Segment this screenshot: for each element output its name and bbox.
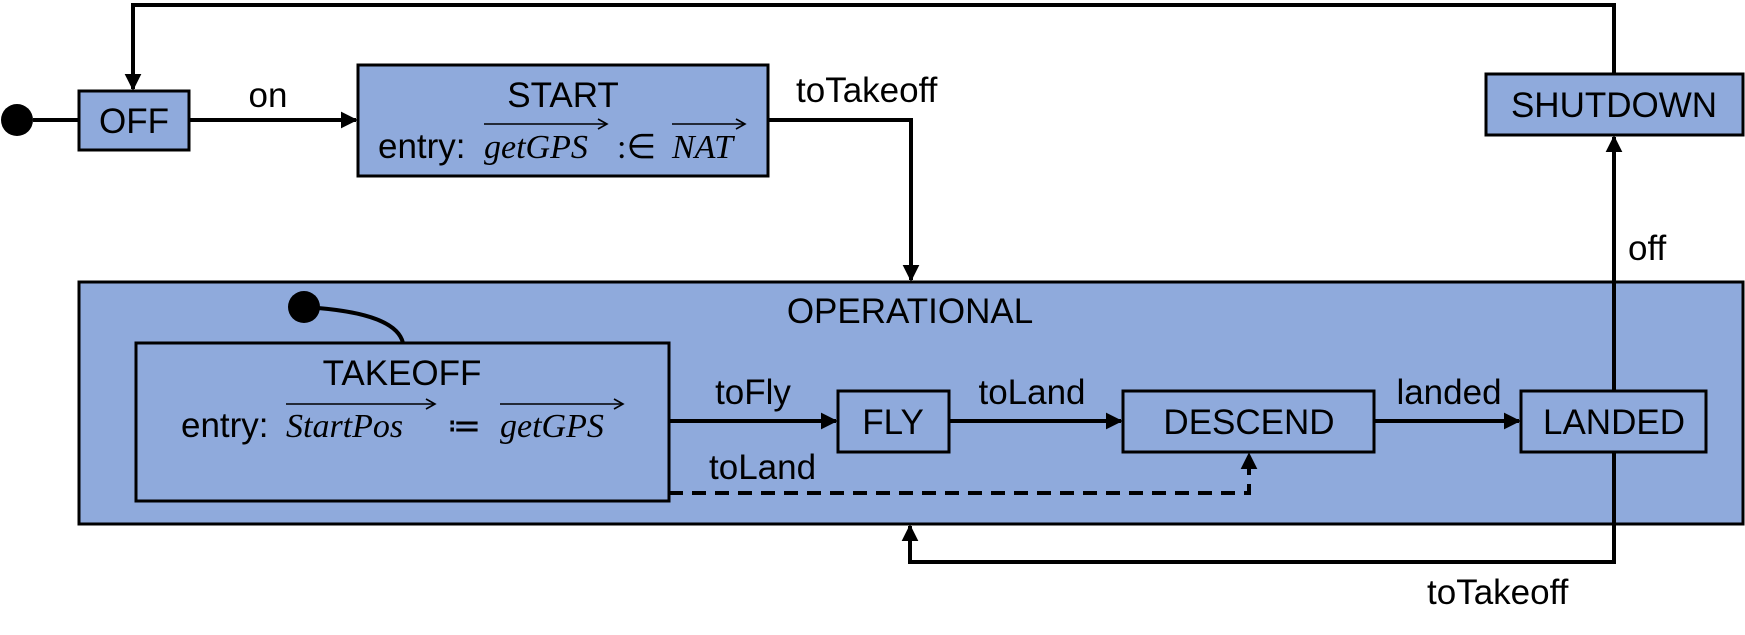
state-takeoff-entry-rhs: getGPS <box>500 408 604 445</box>
state-landed-label: LANDED <box>1543 403 1685 442</box>
initial-node-icon <box>1 104 33 136</box>
transition-shutdown-to-off[interactable] <box>124 3 1616 91</box>
inner-initial-node-icon <box>288 291 320 323</box>
state-landed[interactable] <box>1519 389 1708 454</box>
state-start-label: START <box>507 76 619 115</box>
transition-to-takeoff-bottom[interactable] <box>901 452 1616 564</box>
state-shutdown-label: SHUTDOWN <box>1511 86 1717 125</box>
state-start-entry-operator: :∈ <box>617 129 656 166</box>
state-descend[interactable] <box>1121 389 1376 454</box>
transition-landed-label: landed <box>1396 373 1501 412</box>
transition-on-label: on <box>249 76 288 115</box>
transition-to-takeoff-top-label: toTakeoff <box>796 71 938 110</box>
state-off[interactable] <box>77 89 191 152</box>
state-takeoff-entry-prefix: entry: <box>181 406 269 445</box>
state-takeoff-entry-lhs: StartPos <box>286 408 403 445</box>
vector-arrow-head-icon <box>597 118 609 130</box>
state-takeoff[interactable] <box>134 341 671 503</box>
inner-initial-transition-line <box>317 306 405 344</box>
state-start-entry-rhs: NAT <box>671 129 735 166</box>
state-start[interactable] <box>356 63 770 178</box>
state-descend-label: DESCEND <box>1163 403 1334 442</box>
state-operational-label: OPERATIONAL <box>787 292 1033 331</box>
transition-to-takeoff-bottom-label: toTakeoff <box>1427 573 1569 612</box>
state-start-entry-prefix: entry: <box>378 127 466 166</box>
transition-to-land-label: toLand <box>978 373 1085 412</box>
state-shutdown[interactable] <box>1484 72 1745 137</box>
state-off-label: OFF <box>99 102 169 141</box>
state-takeoff-entry-operator: ≔ <box>447 408 481 445</box>
transition-to-fly-label: toFly <box>715 373 791 412</box>
state-fly[interactable] <box>836 389 951 454</box>
transition-to-takeoff-top[interactable] <box>768 118 920 282</box>
transition-to-land-dashed[interactable] <box>669 452 1258 495</box>
vector-arrow-head-icon <box>613 398 625 410</box>
transition-to-land-dashed-label: toLand <box>709 448 816 487</box>
state-fly-label: FLY <box>862 403 924 442</box>
state-takeoff-label: TAKEOFF <box>323 354 482 393</box>
vector-arrow-head-icon <box>735 118 747 130</box>
state-start-entry-lhs: getGPS <box>484 129 588 166</box>
transition-off-label: off <box>1628 229 1667 268</box>
vector-arrow-head-icon <box>425 398 437 410</box>
